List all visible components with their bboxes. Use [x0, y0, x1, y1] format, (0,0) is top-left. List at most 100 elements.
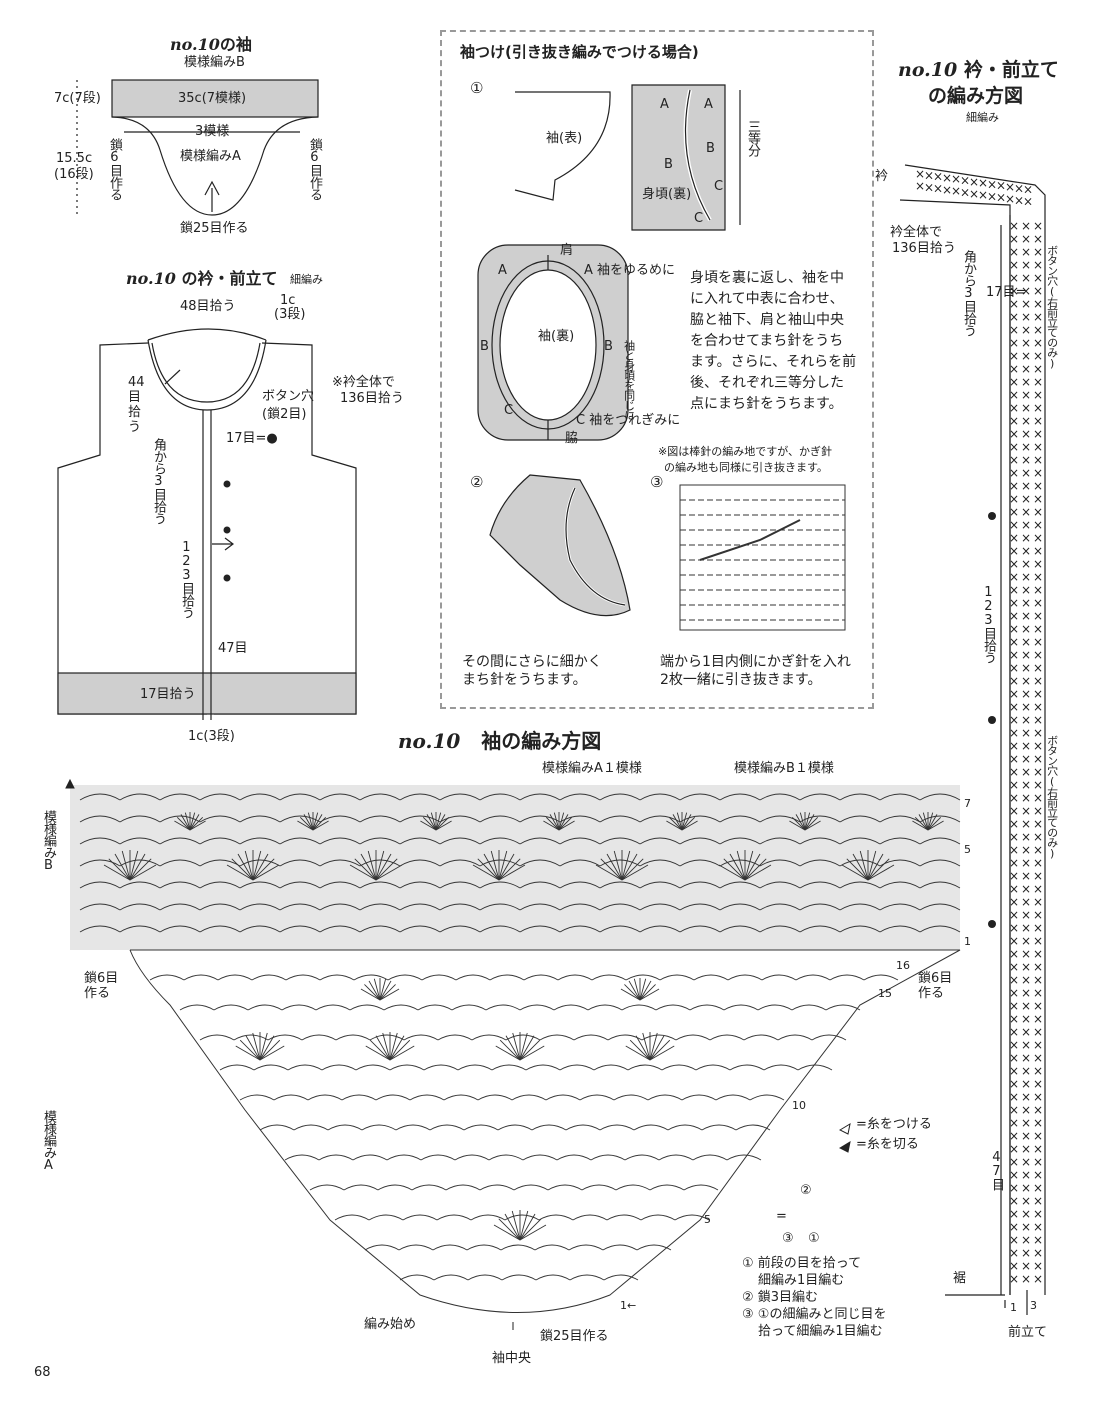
fan-stitch: [744, 864, 772, 881]
chain-arch: [479, 815, 521, 823]
fan-stitch: [736, 850, 746, 881]
sc-stitch: ×: [1021, 297, 1031, 311]
sc-stitch: ×: [1033, 518, 1043, 532]
sc-stitch: ×: [1009, 1155, 1019, 1169]
collar-buttonhole-sub: (鎖2目): [262, 407, 307, 422]
sc-stitch: ×: [1033, 765, 1043, 779]
chain-arch: [395, 1124, 431, 1131]
attach-step3: [679, 484, 846, 631]
sleeve-schematic: [76, 79, 319, 216]
chain-arch: [319, 881, 361, 889]
fan-stitch: [744, 850, 754, 881]
chain-arch: [79, 815, 121, 823]
sc-stitch: ×: [942, 171, 952, 185]
sc-stitch: ×: [1021, 947, 1031, 961]
fan-stitch: [804, 820, 821, 831]
chain-arch: [327, 1124, 363, 1131]
fan-stitch: [639, 984, 656, 1001]
chain-arch: [335, 1034, 371, 1041]
sc-stitch: ×: [1021, 375, 1031, 389]
sc-stitch: ×: [1033, 427, 1043, 441]
chain-arch: [399, 1274, 435, 1281]
legend-eq: =: [776, 1209, 787, 1224]
sc-stitch: ×: [1009, 323, 1019, 337]
chain-arch: [759, 793, 801, 801]
chain-arch: [568, 1244, 604, 1251]
arrows: [65, 778, 851, 1330]
fan-stitch: [103, 864, 131, 881]
sc-stitch: ×: [1009, 310, 1019, 324]
sc-stitch: ×: [1033, 1207, 1043, 1221]
placket-stitch: 細編み: [966, 111, 999, 124]
fan-stitch: [422, 816, 437, 831]
fan-stitch: [859, 850, 869, 881]
sc-stitch: ×: [1033, 531, 1043, 545]
chain-arch: [523, 974, 559, 981]
chain-arch: [519, 793, 561, 801]
sc-stitch: ×: [1021, 843, 1031, 857]
chain-arch: [639, 793, 681, 801]
fan-stitch: [244, 850, 254, 881]
fan-stitch: [668, 816, 683, 831]
collar-pick44: 44目拾う: [128, 375, 145, 435]
chain-arch: [251, 974, 287, 981]
sc-stitch: ×: [1033, 1090, 1043, 1104]
chain-arch: [455, 974, 491, 981]
sc-stitch: ×: [1021, 791, 1031, 805]
fan-stitch: [927, 814, 938, 831]
chain-arch: [797, 1064, 833, 1071]
sleeve-chart-pattern-b: 模様編みB: [40, 810, 56, 872]
fan-stitch: [553, 812, 560, 831]
attach-three-parts: 三等分: [744, 120, 760, 156]
sc-stitch: ×: [1009, 947, 1019, 961]
sc-stitch: ×: [1009, 999, 1019, 1013]
chain-arch: [119, 925, 161, 933]
sc-stitch: ×: [1033, 583, 1043, 597]
sc-stitch: ×: [1021, 583, 1031, 597]
fan-stitch: [621, 853, 638, 881]
chain-arch: [239, 793, 281, 801]
chain-arch: [603, 1274, 639, 1281]
sc-stitch: ×: [1021, 310, 1031, 324]
chain-arch: [587, 1004, 623, 1011]
chain-arch: [423, 1064, 459, 1071]
chain-arch: [349, 1004, 385, 1011]
chain-arch: [919, 815, 961, 823]
sc-stitch: ×: [1021, 1155, 1031, 1169]
chain-arch: [355, 1064, 391, 1071]
fan-stitch: [189, 816, 204, 831]
sleeve-chart-title: no.10 袖の編み方図: [398, 729, 602, 753]
chain-arch: [119, 837, 161, 845]
chain-arch: [679, 903, 721, 911]
sc-stitch: ×: [1021, 1090, 1031, 1104]
chain-arch: [919, 903, 961, 911]
chain-arch: [829, 974, 865, 981]
sleeve-row1: 1: [964, 935, 971, 948]
chain-arch: [599, 925, 641, 933]
sc-stitch: ×: [1021, 1220, 1031, 1234]
vest-buttons: [223, 480, 231, 582]
sc-stitch: ×: [924, 180, 934, 194]
sc-stitch: ×: [1009, 1168, 1019, 1182]
fan-stitch: [312, 812, 319, 831]
fan-stitch: [519, 1210, 529, 1241]
attach-side: 脇: [565, 431, 579, 446]
sc-stitch: ×: [1033, 232, 1043, 246]
sc-stitch: ×: [1009, 778, 1019, 792]
chain-arch: [319, 859, 361, 867]
chain-arch: [723, 1004, 759, 1011]
chain-arch: [531, 1124, 567, 1131]
sc-stitch: ×: [1021, 414, 1031, 428]
fan-stitch: [723, 858, 746, 881]
sc-stitch: ×: [1033, 661, 1043, 675]
chain-arch: [439, 837, 481, 845]
chain-arch: [239, 1094, 275, 1101]
sc-stitch: ×: [1021, 362, 1031, 376]
sc-stitch: ×: [1021, 570, 1031, 584]
chain-arch: [399, 815, 441, 823]
sc-stitch: ×: [1009, 1129, 1019, 1143]
chain-arch: [119, 815, 161, 823]
attach-oval-b1: B: [480, 339, 489, 354]
placket-row17: 17目=: [986, 285, 1027, 300]
sc-stitch: ×: [1009, 830, 1019, 844]
